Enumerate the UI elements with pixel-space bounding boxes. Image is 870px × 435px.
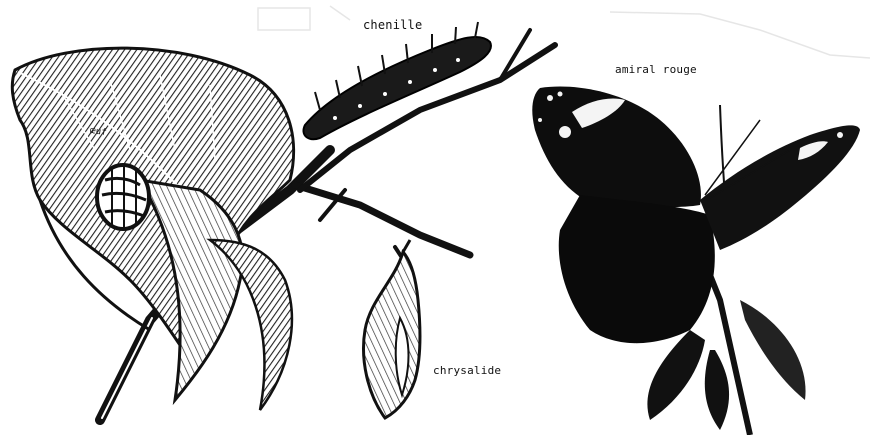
scan-artifacts [258, 6, 870, 58]
chrysalis-drawing [364, 240, 420, 418]
egg-label: œuf [89, 126, 107, 138]
butterfly-drawing [532, 87, 860, 435]
butterfly-label: amiral rouge [615, 63, 697, 76]
caterpillar-label: chenille [363, 18, 422, 32]
chrysalis-label: chrysalide [433, 364, 501, 377]
egg-drawing [97, 165, 149, 229]
